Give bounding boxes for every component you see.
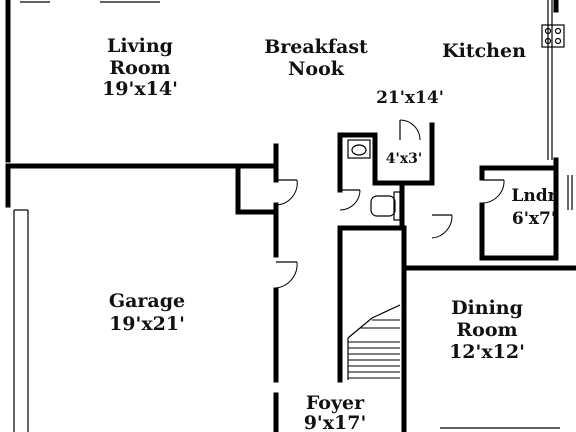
powder-room-fixtures (347, 139, 401, 221)
laundry-walls (479, 157, 559, 261)
core-doors (339, 119, 453, 239)
laundry-door (481, 179, 505, 204)
outer-walls (5, 0, 559, 432)
garage-line1: Garage (109, 290, 185, 312)
room-label-dining: Dining Room 12'x12' (449, 297, 525, 363)
room-label-kitchen-dims: 21'x14' (376, 88, 444, 108)
dining-dims: 12'x12' (449, 341, 525, 363)
breakfast-line1: Breakfast (264, 36, 368, 58)
room-label-breakfast: Breakfast Nook (264, 36, 368, 80)
room-label-living: Living Room 19'x14' (102, 35, 178, 100)
room-label-foyer: Foyer 9'x17' (304, 392, 367, 432)
garage-doors (275, 179, 298, 289)
room-label-kitchen: Kitchen (442, 40, 526, 62)
foyer-dims: 9'x17' (304, 412, 367, 432)
garage-dims: 19'x21' (109, 313, 185, 335)
living-line2: Room (109, 57, 170, 79)
foyer-line1: Foyer (306, 392, 365, 414)
garage-closet-walls (235, 163, 279, 215)
closet-dims: 4'x3' (386, 151, 422, 167)
right-wall-window (547, 0, 573, 210)
laundry-line1: Lndr (511, 186, 557, 206)
dining-line1: Dining (451, 297, 523, 319)
room-label-garage: Garage 19'x21' (109, 290, 185, 335)
dining-line2: Room (456, 319, 517, 341)
range-icon (541, 24, 565, 48)
laundry-dims: 6'x7' (512, 209, 556, 229)
dining-walls (401, 265, 576, 432)
room-label-closet: 4'x3' (386, 151, 422, 167)
room-label-laundry: Lndr 6'x7' (511, 186, 557, 229)
kitchen-dims: 21'x14' (376, 88, 444, 108)
living-line1: Living (107, 35, 173, 57)
living-dims: 19'x14' (102, 78, 178, 100)
staircase (347, 304, 401, 380)
kitchen-line1: Kitchen (442, 40, 526, 62)
breakfast-line2: Nook (288, 58, 345, 80)
